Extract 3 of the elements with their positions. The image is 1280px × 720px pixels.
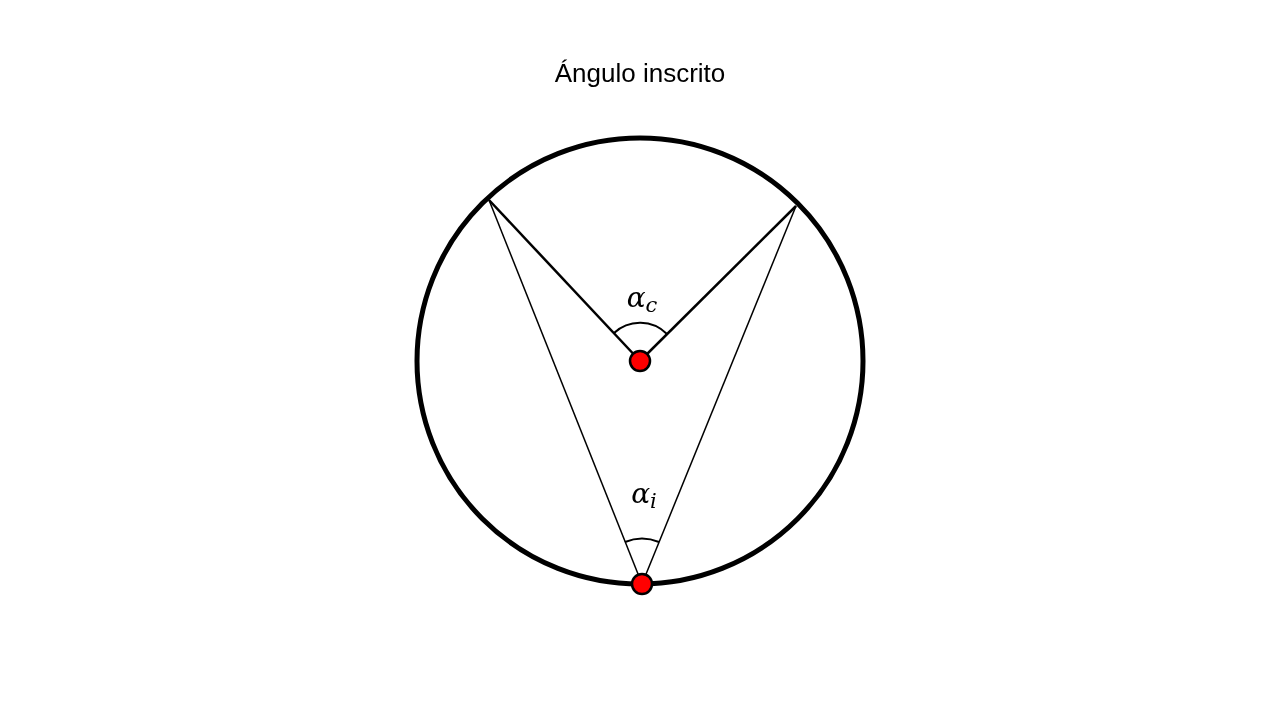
angle-label: α$_{i}$ bbox=[631, 476, 657, 515]
angle-label: α$_{c}$ bbox=[626, 280, 658, 319]
diagram-title: Ángulo inscrito bbox=[554, 57, 726, 90]
